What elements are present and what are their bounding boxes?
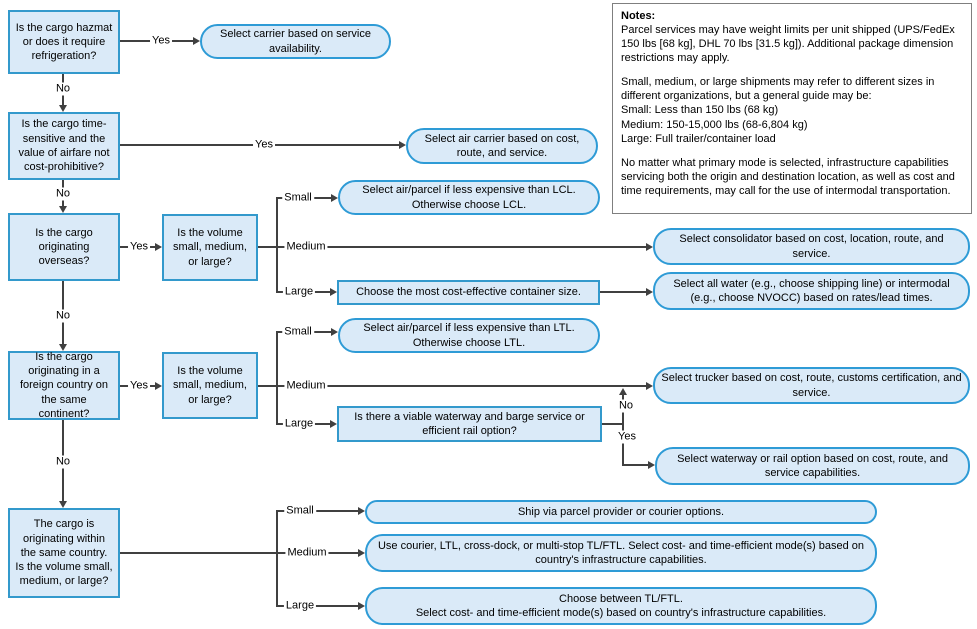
terminal-ltl: Select air/parcel if less expensive than… (338, 318, 600, 353)
connector-line (276, 246, 647, 248)
arrowhead-icon (331, 328, 338, 336)
arrowhead-icon (358, 549, 365, 557)
arrowhead-icon (59, 206, 67, 213)
edge-label-no: No (53, 82, 73, 96)
arrowhead-icon (399, 141, 406, 149)
edge-label-yes: Yes (150, 34, 172, 48)
arrowhead-icon (155, 382, 162, 390)
notes-paragraph: No matter what primary mode is selected,… (621, 156, 955, 197)
edge-label-yes: Yes (616, 430, 638, 444)
arrowhead-icon (358, 602, 365, 610)
connector-line (276, 385, 647, 387)
edge-label-no: No (616, 399, 636, 413)
notes-title: Notes: (621, 10, 656, 22)
process-container-size: Choose the most cost-effective container… (337, 280, 600, 305)
arrowhead-icon (646, 243, 653, 251)
arrowhead-icon (358, 507, 365, 515)
notes-paragraph: Small, medium, or large shipments may re… (621, 76, 935, 145)
edge-label-large: Large (283, 599, 317, 613)
connector-line (276, 197, 278, 293)
terminal-consolidator: Select consolidator based on cost, locat… (653, 228, 970, 265)
connector-line (258, 246, 278, 248)
edge-label-small: Small (284, 504, 316, 518)
arrowhead-icon (59, 105, 67, 112)
decision-volume-overseas: Is the volume small, medium, or large? (162, 214, 258, 281)
decision-overseas: Is the cargo originating overseas? (8, 213, 120, 281)
edge-label-large: Large (282, 417, 316, 431)
terminal-parcel: Ship via parcel provider or courier opti… (365, 500, 877, 524)
arrowhead-icon (330, 288, 337, 296)
terminal-all-water: Select all water (e.g., choose shipping … (653, 272, 970, 310)
decision-time-sensitive: Is the cargo time-sensitive and the valu… (8, 112, 120, 180)
arrowhead-icon (648, 461, 655, 469)
edge-label-no: No (53, 187, 73, 201)
terminal-courier-multi: Use courier, LTL, cross-dock, or multi-s… (365, 534, 877, 572)
arrowhead-icon (619, 388, 627, 395)
terminal-trucker: Select trucker based on cost, route, cus… (653, 367, 970, 404)
terminal-select-carrier: Select carrier based on service availabi… (200, 24, 391, 59)
connector-line (600, 291, 647, 293)
edge-label-yes: Yes (253, 138, 275, 152)
edge-label-small: Small (282, 191, 314, 205)
edge-label-medium: Medium (284, 240, 328, 254)
connector-line (276, 510, 278, 607)
connector-line (258, 385, 278, 387)
decision-foreign-continent: Is the cargo originating in a foreign co… (8, 351, 120, 420)
terminal-select-air-carrier: Select air carrier based on cost, route,… (406, 128, 598, 164)
connector-line (622, 423, 624, 466)
connector-line (276, 510, 359, 512)
connector-line (276, 331, 278, 425)
arrowhead-icon (193, 37, 200, 45)
arrowhead-icon (330, 420, 337, 428)
decision-domestic-volume: The cargo is originating within the same… (8, 508, 120, 598)
decision-volume-foreign: Is the volume small, medium, or large? (162, 352, 258, 419)
arrowhead-icon (155, 243, 162, 251)
edge-label-medium: Medium (284, 379, 328, 393)
arrowhead-icon (646, 382, 653, 390)
edge-label-no: No (53, 455, 73, 469)
terminal-tl-ftl: Choose between TL/FTL. Select cost- and … (365, 587, 877, 625)
edge-label-small: Small (282, 325, 314, 339)
arrowhead-icon (646, 288, 653, 296)
connector-line (120, 552, 277, 554)
terminal-waterway-rail: Select waterway or rail option based on … (655, 447, 970, 485)
connector-line (602, 423, 624, 425)
arrowhead-icon (59, 344, 67, 351)
notes-paragraph: Parcel services may have weight limits p… (621, 24, 955, 65)
decision-waterway: Is there a viable waterway and barge ser… (337, 406, 602, 442)
connector-line (276, 605, 359, 607)
edge-label-no: No (53, 309, 73, 323)
arrowhead-icon (331, 194, 338, 202)
edge-label-yes: Yes (128, 240, 150, 254)
connector-line (622, 464, 649, 466)
decision-hazmat: Is the cargo hazmat or does it require r… (8, 10, 120, 74)
arrowhead-icon (59, 501, 67, 508)
terminal-lcl: Select air/parcel if less expensive than… (338, 180, 600, 215)
edge-label-large: Large (282, 285, 316, 299)
notes-box: Notes: Parcel services may have weight l… (612, 3, 972, 214)
edge-label-medium: Medium (285, 546, 329, 560)
edge-label-yes: Yes (128, 379, 150, 393)
